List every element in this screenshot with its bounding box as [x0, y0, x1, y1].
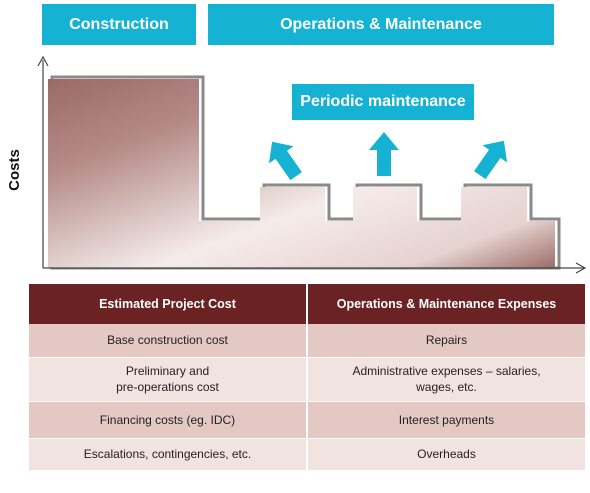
cell-text: Financing costs (eg. IDC) — [99, 412, 236, 427]
table-cell: Financing costs (eg. IDC) — [29, 401, 308, 439]
table-row: Escalations, contingencies, etc. Overhea… — [29, 438, 585, 471]
cell-text: Preliminary and — [125, 364, 210, 378]
table-row: Financing costs (eg. IDC) Interest payme… — [29, 401, 585, 439]
maintenance-arrow-right — [474, 140, 508, 180]
x-axis-arrowhead — [575, 262, 587, 274]
cell-text: Administrative expenses – salaries, — [352, 364, 541, 378]
cost-profile-area — [48, 79, 555, 268]
cell-text: Repairs — [425, 333, 468, 348]
y-axis-label-text: Costs — [5, 149, 23, 191]
maintenance-arrow-center — [369, 132, 399, 176]
cell-text: Interest payments — [398, 412, 495, 427]
periodic-maintenance-text: Periodic maintenance — [300, 93, 466, 110]
table-header-row: Estimated Project Cost Operations & Main… — [29, 284, 585, 324]
header-estimated-project-cost: Estimated Project Cost — [29, 284, 308, 324]
construction-phase-banner: Construction — [42, 4, 196, 45]
y-axis-arrowhead — [37, 55, 49, 67]
table-cell: Escalations, contingencies, etc. — [29, 438, 308, 471]
construction-phase-label: Construction — [69, 15, 169, 33]
table-cell: Preliminary and pre-operations cost — [29, 357, 308, 402]
cell-text: Base construction cost — [107, 333, 228, 348]
table-cell: Administrative expenses – salaries, wage… — [307, 357, 585, 402]
cell-text: wages, etc. — [416, 380, 477, 394]
maintenance-arrow-left — [268, 141, 302, 181]
cost-comparison-table: Estimated Project Cost Operations & Main… — [29, 284, 585, 471]
table-cell: Repairs — [307, 324, 585, 358]
table-row: Base construction cost Repairs — [29, 324, 585, 358]
operations-phase-label: Operations & Maintenance — [280, 15, 482, 33]
table-cell: Base construction cost — [29, 324, 308, 358]
periodic-maintenance-label: Periodic maintenance — [292, 84, 474, 120]
operations-phase-banner: Operations & Maintenance — [208, 4, 554, 45]
cell-text: pre-operations cost — [116, 380, 219, 394]
cost-profile-diagram — [37, 55, 587, 274]
header-om-expenses: Operations & Maintenance Expenses — [307, 284, 585, 324]
cell-text: Overheads — [417, 447, 476, 461]
cell-text: Escalations, contingencies, etc. — [83, 447, 252, 461]
table-cell: Overheads — [307, 438, 585, 471]
table-row: Preliminary and pre-operations cost Admi… — [29, 357, 585, 402]
table-cell: Interest payments — [307, 401, 585, 439]
y-axis-label: Costs — [4, 146, 24, 194]
